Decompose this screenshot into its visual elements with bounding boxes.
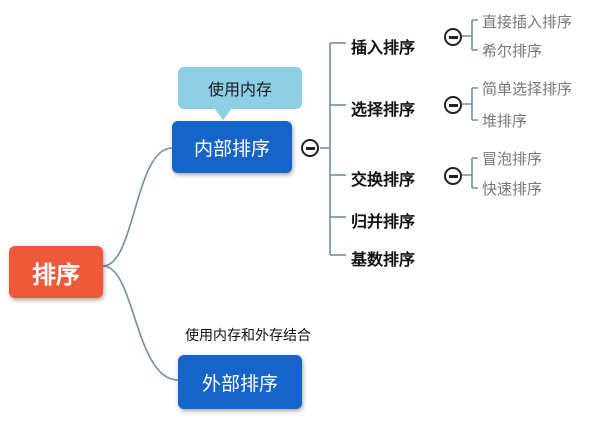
node-merge-sort[interactable]: 归并排序: [351, 212, 416, 231]
collapse-icon[interactable]: [444, 96, 462, 114]
external-note: 使用内存和外存结合: [185, 328, 311, 344]
root-node-label: 排序: [32, 260, 80, 289]
node-internal-label: 内部排序: [193, 137, 270, 160]
collapse-icon[interactable]: [444, 167, 462, 185]
node-bubble-sort[interactable]: 冒泡排序: [482, 150, 543, 168]
collapse-icon[interactable]: [301, 139, 319, 157]
node-heap-sort[interactable]: 堆排序: [482, 112, 528, 130]
callout-tail: [214, 108, 232, 120]
connector-select-children: [462, 87, 478, 121]
callout-use-memory: 使用内存: [178, 67, 302, 109]
node-selection-sort[interactable]: 选择排序: [351, 100, 416, 119]
node-exchange-sort[interactable]: 交换排序: [351, 170, 416, 189]
node-simple-selection-sort[interactable]: 简单选择排序: [482, 80, 573, 98]
connector-swap-children: [462, 157, 478, 189]
root-node-sort[interactable]: 排序: [9, 246, 103, 298]
node-quick-sort[interactable]: 快速排序: [482, 180, 543, 198]
connector-root-external: [102, 265, 179, 381]
connector-root-internal: [102, 147, 173, 267]
callout-label: 使用内存: [207, 80, 272, 99]
node-straight-insertion-sort[interactable]: 直接插入排序: [482, 13, 573, 31]
node-internal-sort[interactable]: 内部排序: [172, 121, 292, 173]
node-external-sort[interactable]: 外部排序: [178, 355, 302, 409]
node-external-label: 外部排序: [201, 372, 278, 395]
node-insert-sort[interactable]: 插入排序: [351, 38, 416, 57]
node-radix-sort[interactable]: 基数排序: [351, 250, 416, 269]
connector-insert-children: [462, 19, 478, 51]
collapse-icon[interactable]: [444, 28, 462, 46]
node-shell-sort[interactable]: 希尔排序: [482, 42, 543, 60]
